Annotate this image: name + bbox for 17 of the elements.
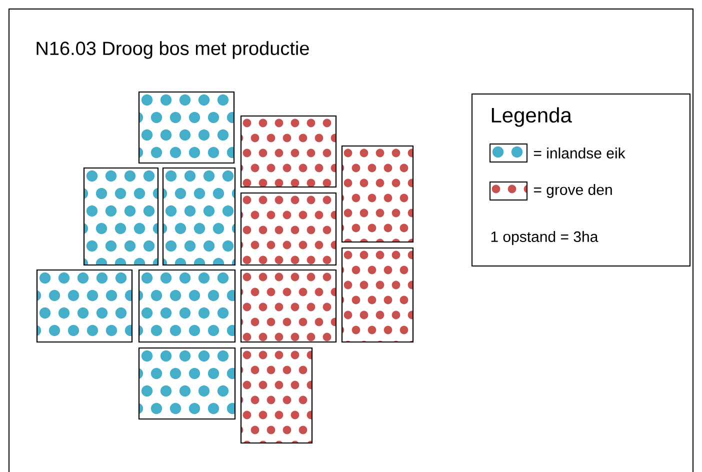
legend-label: = inlandse eik [534,148,626,158]
legend-label: = grove den [534,184,612,198]
pattern-tile [240,192,337,266]
pattern-tile [162,167,236,266]
pattern-tile [36,269,133,343]
pattern-tile [341,145,414,243]
title: N16.03 Droog bos met productie [36,41,309,59]
pattern-tile [138,269,236,343]
legend-note: 1 opstand = 3ha [491,231,598,245]
pattern-tile [341,247,414,343]
pattern-tile [83,167,159,266]
pattern-tile [240,347,313,444]
pattern-tile [138,91,235,164]
pattern-tile [240,115,337,188]
legend-heading: Legenda [492,107,572,127]
pattern-tile [240,269,337,343]
pattern-tile [138,347,236,420]
